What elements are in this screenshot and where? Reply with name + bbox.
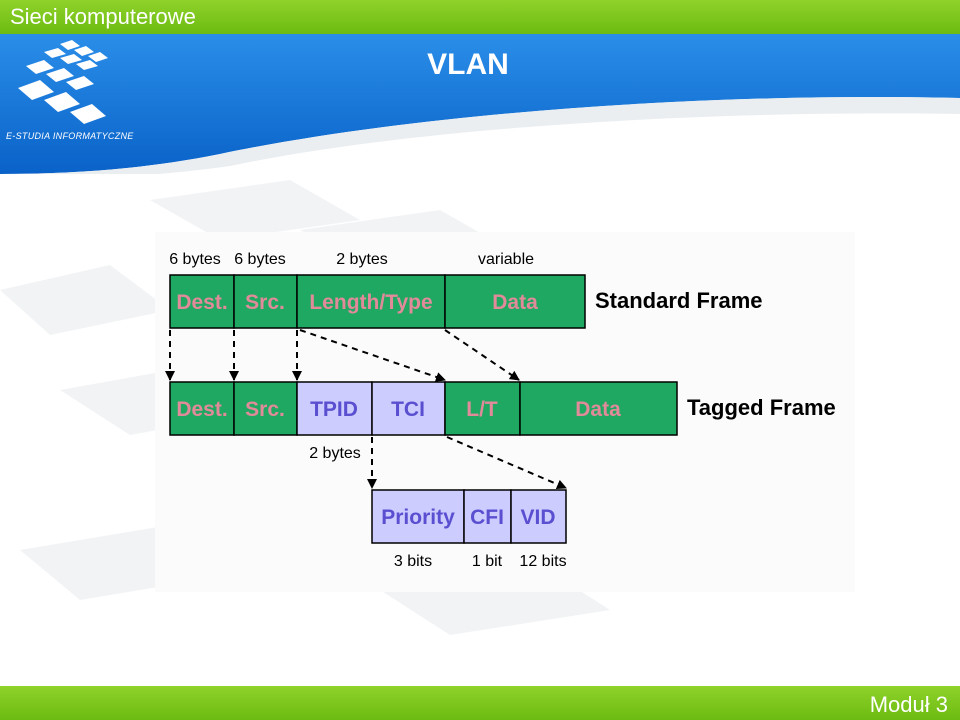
tag-field-tpid	[296, 381, 373, 436]
tci-size-label: 2 bytes	[309, 445, 361, 462]
size-label-length-type: 2 bytes	[336, 251, 388, 268]
std-field-data	[444, 274, 586, 329]
slide-title: VLAN	[427, 48, 509, 81]
tci-field-vid	[510, 489, 567, 544]
title-band-shape	[0, 34, 960, 174]
tci-field-priority	[371, 489, 465, 544]
std-label-src: Src.	[245, 291, 285, 314]
std-label-length-type: Length/Type	[309, 291, 432, 314]
tag-field-data	[519, 381, 678, 436]
standard-frame: Dest. Src. Length/Type Data	[169, 274, 586, 329]
tci-size-cfi: 1 bit	[472, 553, 503, 570]
tagged-frame: Dest. Src. TPID TCI L/T Data	[169, 381, 678, 436]
bottom-bar: Moduł 3	[0, 686, 960, 720]
tag-field-tci	[371, 381, 446, 436]
title-band	[0, 34, 960, 174]
tag-field-dest	[169, 381, 235, 436]
tci-breakdown: Priority CFI VID	[371, 489, 567, 544]
logo-text: E-STUDIA INFORMATYCZNE	[6, 131, 134, 141]
tag-label-src: Src.	[245, 398, 285, 421]
tag-label-data: Data	[575, 398, 621, 421]
top-bar: Sieci komputerowe	[0, 0, 960, 34]
tci-label-priority: Priority	[381, 506, 455, 529]
standard-frame-label: Standard Frame	[595, 288, 763, 313]
module-label: Moduł 3	[869, 692, 948, 717]
tci-field-cfi	[463, 489, 512, 544]
tci-label-vid: VID	[520, 506, 555, 529]
size-label-dest: 6 bytes	[169, 251, 221, 268]
tci-size-vid: 12 bits	[519, 553, 566, 570]
logo	[0, 36, 160, 156]
tci-size-priority: 3 bits	[394, 553, 432, 570]
logo-grid-icon	[18, 40, 108, 124]
tag-label-tpid: TPID	[310, 398, 358, 421]
tag-label-lt: L/T	[466, 398, 498, 421]
tag-label-dest: Dest.	[176, 398, 227, 421]
arrow-data-shift	[444, 329, 520, 381]
std-label-dest: Dest.	[176, 291, 227, 314]
std-label-data: Data	[492, 291, 538, 314]
size-label-src: 6 bytes	[234, 251, 286, 268]
tagged-frame-label: Tagged Frame	[687, 395, 836, 420]
std-field-src	[233, 274, 298, 329]
arrow-length-type-shift	[299, 329, 446, 382]
tci-label-cfi: CFI	[470, 506, 504, 529]
tag-label-tci: TCI	[391, 398, 425, 421]
size-label-data: variable	[478, 251, 534, 268]
course-title: Sieci komputerowe	[10, 4, 196, 29]
